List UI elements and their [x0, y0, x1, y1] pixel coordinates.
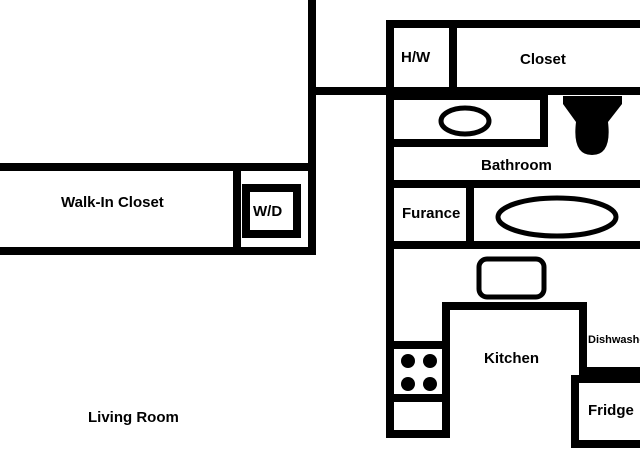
toilet-icon	[563, 96, 622, 155]
kitchen-counter	[390, 302, 640, 375]
washer-dryer-box	[242, 184, 301, 238]
walk-in-closet-outline	[0, 167, 316, 255]
dishwasher-label: Dishwasher	[588, 334, 640, 346]
fridge-label: Fridge	[588, 402, 634, 419]
bathroom-sink-icon	[438, 105, 492, 137]
closet-label: Closet	[520, 51, 566, 68]
vanity-box	[386, 92, 548, 147]
bathtub-icon	[495, 195, 619, 239]
bathroom-label: Bathroom	[481, 157, 552, 174]
kitchen-sink-icon	[476, 256, 547, 300]
living-room-label: Living Room	[88, 409, 179, 426]
stove-burner-icon	[401, 354, 415, 368]
washer-dryer-label: W/D	[253, 203, 282, 220]
stove-burner-icon	[401, 377, 415, 391]
upper-room-wall	[0, 0, 316, 171]
walk-in-closet-label: Walk-In Closet	[61, 194, 164, 211]
stove-burner-icon	[423, 377, 437, 391]
stove-burner-icon	[423, 354, 437, 368]
right-outer-wall	[386, 20, 640, 438]
hw-label: H/W	[401, 49, 431, 66]
kitchen-label: Kitchen	[484, 350, 539, 367]
furnace-label: Furance	[402, 205, 460, 222]
fridge-box	[571, 375, 640, 448]
